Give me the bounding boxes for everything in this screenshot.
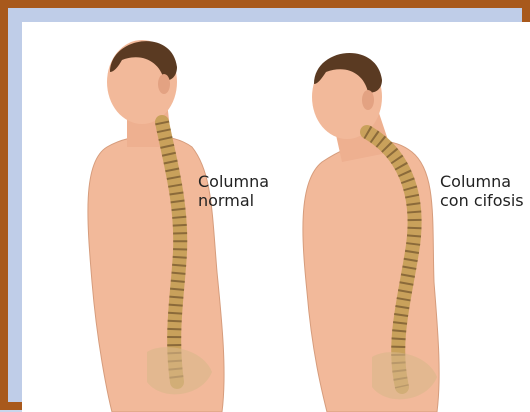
label-kyphosis-spine: Columna con cifosis xyxy=(440,172,524,210)
label-kyphosis-line2: con cifosis xyxy=(440,191,524,210)
label-normal-line2: normal xyxy=(198,191,269,210)
normal-spine-figure xyxy=(52,22,242,412)
kyphosis-spine-figure xyxy=(262,22,462,412)
label-normal-spine: Columna normal xyxy=(198,172,269,210)
label-kyphosis-line1: Columna xyxy=(440,172,524,191)
illustration-panel: Columna normal Columna con cifosis xyxy=(22,22,530,412)
ear xyxy=(362,90,374,110)
label-normal-line1: Columna xyxy=(198,172,269,191)
ear xyxy=(158,74,170,94)
